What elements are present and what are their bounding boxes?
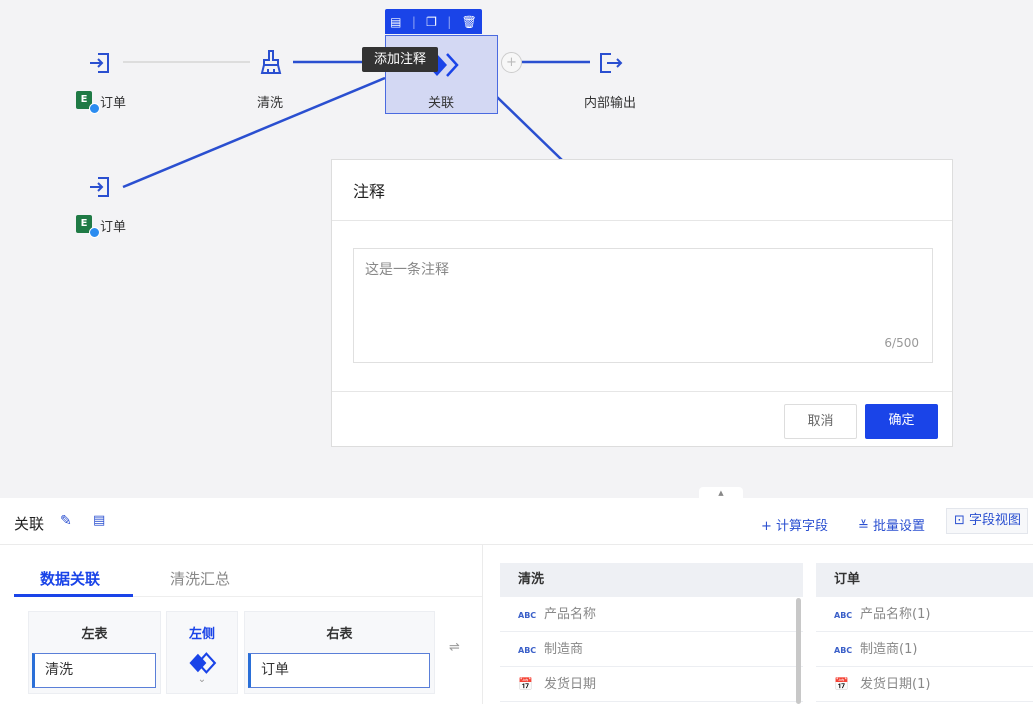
chevron-down-icon[interactable]: ⌄ bbox=[197, 674, 207, 685]
tab-clean-summary[interactable]: 清洗汇总 bbox=[170, 570, 231, 588]
comment-text: 这是一条注释 bbox=[365, 262, 449, 278]
input-icon[interactable] bbox=[86, 49, 114, 77]
field-table-clean: 清洗 ABC 产品名称 ABC 制造商 📅 发货日期 bbox=[500, 563, 803, 702]
text-type-icon: ABC bbox=[518, 646, 537, 655]
table-row[interactable]: ABC 制造商(1) bbox=[816, 632, 1033, 667]
field-name: 制造商(1) bbox=[860, 642, 918, 657]
table-row[interactable]: 📅 发货日期 bbox=[500, 667, 803, 702]
dialog-title: 注释 bbox=[353, 182, 386, 201]
swap-icon[interactable]: ⇌ bbox=[449, 640, 460, 655]
batch-settings-button[interactable]: ≚ 批量设置 bbox=[858, 519, 926, 534]
check-icon bbox=[89, 227, 100, 238]
node-input2-label[interactable]: 订单 bbox=[100, 220, 127, 235]
table-row[interactable]: ABC 产品名称 bbox=[500, 597, 803, 632]
node-join[interactable] bbox=[385, 35, 498, 114]
left-join-icon[interactable] bbox=[188, 652, 218, 674]
scrollbar[interactable] bbox=[796, 598, 801, 704]
comment-textarea[interactable]: 这是一条注释 6/500 bbox=[353, 248, 933, 363]
comment-icon[interactable]: ▤ bbox=[93, 513, 106, 528]
comment-icon[interactable]: ▤ bbox=[390, 14, 402, 29]
char-counter: 6/500 bbox=[884, 336, 919, 350]
comment-dialog: 注释 这是一条注释 6/500 取消 确定 bbox=[331, 159, 953, 447]
confirm-button[interactable]: 确定 bbox=[865, 404, 938, 439]
join-type-card: 左侧 ⌄ bbox=[166, 611, 238, 694]
tooltip: 添加注释 bbox=[362, 47, 438, 72]
field-name: 发货日期 bbox=[544, 677, 597, 692]
text-type-icon: ABC bbox=[834, 611, 853, 620]
cancel-button[interactable]: 取消 bbox=[784, 404, 857, 439]
date-type-icon: 📅 bbox=[518, 677, 533, 691]
broom-icon[interactable] bbox=[257, 48, 285, 76]
left-table-card: 左表 清洗 bbox=[28, 611, 161, 694]
tab-data-join[interactable]: 数据关联 bbox=[40, 570, 101, 588]
calc-field-button[interactable]: + 计算字段 bbox=[761, 519, 829, 534]
input-icon[interactable] bbox=[86, 173, 114, 201]
field-view-label: 字段视图 bbox=[969, 513, 1022, 528]
table-row[interactable]: ABC 制造商 bbox=[500, 632, 803, 667]
collapse-handle[interactable]: ▲ bbox=[699, 487, 743, 499]
node-output-label[interactable]: 内部输出 bbox=[584, 96, 637, 111]
check-icon bbox=[89, 103, 100, 114]
node-toolbar: ▤| ❐| 🗑 bbox=[385, 9, 482, 34]
field-name: 发货日期(1) bbox=[860, 677, 931, 692]
right-table-label: 右表 bbox=[326, 627, 353, 642]
date-type-icon: 📅 bbox=[834, 677, 849, 691]
excel-icon: E bbox=[76, 215, 92, 233]
field-view-icon: ⊡ bbox=[954, 513, 965, 528]
join-type-label: 左侧 bbox=[188, 627, 215, 642]
node-join-label[interactable]: 关联 bbox=[428, 96, 455, 111]
node-input1-label[interactable]: 订单 bbox=[100, 96, 127, 111]
bottom-panel: 关联 ✎ ▤ + 计算字段 ≚ 批量设置 ⊡ 字段视图 数据关联 清洗汇总 左表… bbox=[0, 498, 1033, 704]
table-header: 订单 bbox=[816, 563, 1033, 597]
field-view-button[interactable]: ⊡ 字段视图 bbox=[946, 508, 1028, 534]
field-name: 制造商 bbox=[544, 642, 584, 657]
field-name: 产品名称(1) bbox=[860, 607, 931, 622]
field-name: 产品名称 bbox=[544, 607, 597, 622]
field-table-order: 订单 ABC 产品名称(1) ABC 制造商(1) 📅 发货日期(1) bbox=[816, 563, 1033, 702]
copy-icon[interactable]: ❐ bbox=[426, 14, 437, 29]
panel-title: 关联 bbox=[14, 515, 45, 533]
left-table-select[interactable]: 清洗 bbox=[32, 653, 156, 688]
excel-icon: E bbox=[76, 91, 92, 109]
table-header: 清洗 bbox=[500, 563, 803, 597]
text-type-icon: ABC bbox=[834, 646, 853, 655]
table-row[interactable]: ABC 产品名称(1) bbox=[816, 597, 1033, 632]
left-table-label: 左表 bbox=[81, 627, 108, 642]
edit-icon[interactable]: ✎ bbox=[60, 513, 72, 529]
output-icon[interactable] bbox=[597, 49, 625, 77]
right-table-card: 右表 订单 bbox=[244, 611, 435, 694]
add-node-button[interactable]: + bbox=[501, 52, 522, 73]
right-table-select[interactable]: 订单 bbox=[248, 653, 430, 688]
node-clean-label[interactable]: 清洗 bbox=[257, 96, 284, 111]
table-row[interactable]: 📅 发货日期(1) bbox=[816, 667, 1033, 702]
text-type-icon: ABC bbox=[518, 611, 537, 620]
delete-icon[interactable]: 🗑 bbox=[461, 14, 477, 29]
